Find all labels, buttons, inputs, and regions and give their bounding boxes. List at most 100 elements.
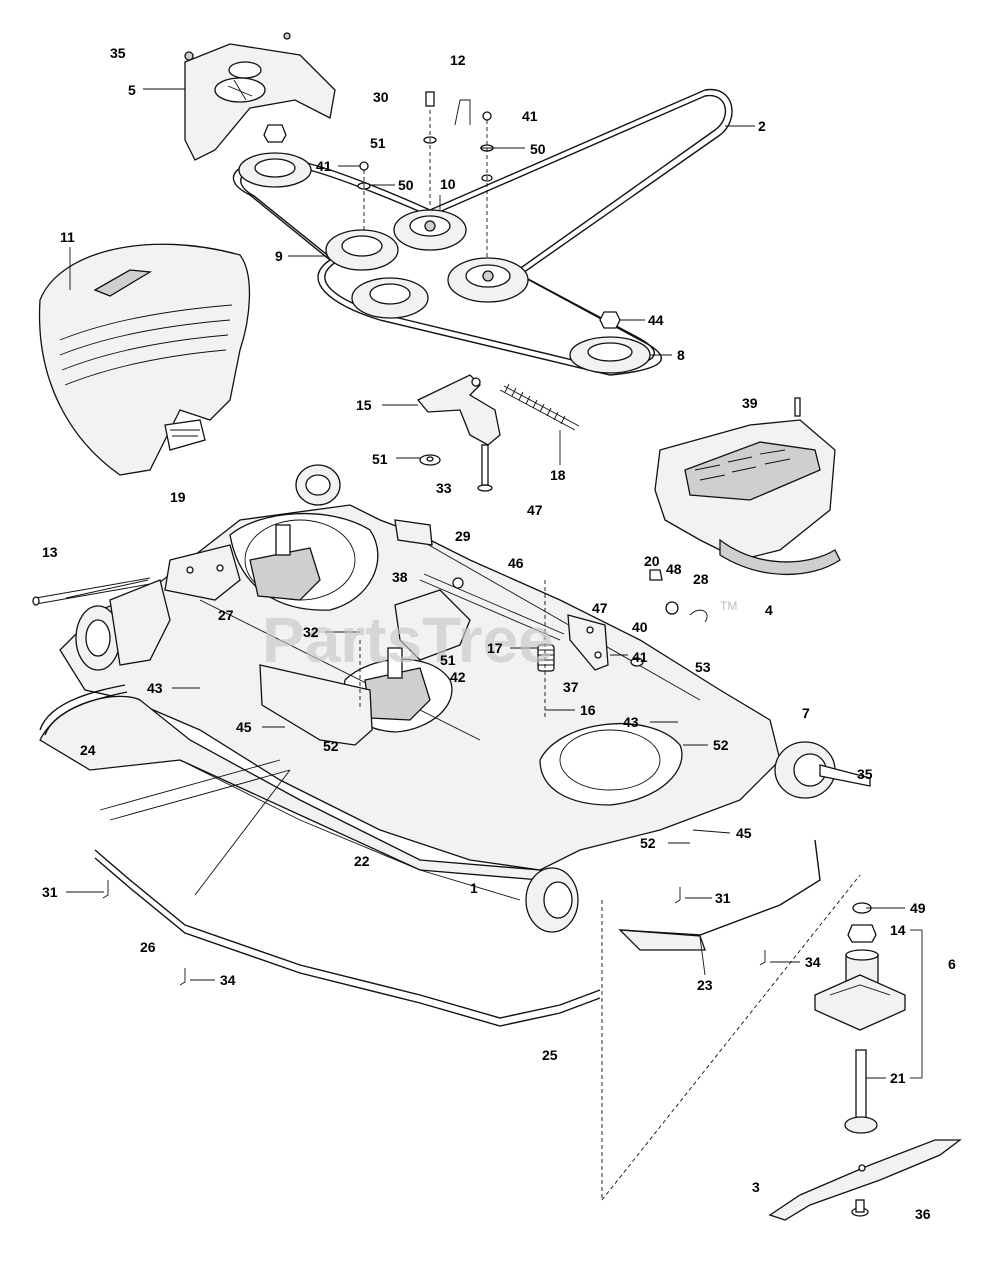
callout-23[interactable]: 23 xyxy=(697,977,713,993)
callout-47-top[interactable]: 47 xyxy=(527,502,543,518)
callout-9[interactable]: 9 xyxy=(275,248,283,264)
callout-29[interactable]: 29 xyxy=(455,528,471,544)
washer-part-51-arm[interactable] xyxy=(419,454,441,466)
callout-45-left[interactable]: 45 xyxy=(236,719,252,735)
callout-49[interactable]: 49 xyxy=(910,900,926,916)
callout-6[interactable]: 6 xyxy=(948,956,956,972)
washer-stack-40-41[interactable] xyxy=(630,569,708,667)
washer-part-14[interactable] xyxy=(847,924,877,943)
spring-part-17[interactable] xyxy=(537,644,555,672)
idler-pulley-part-9[interactable] xyxy=(325,229,429,319)
callout-44[interactable]: 44 xyxy=(648,312,664,328)
bolt-part-34-right[interactable] xyxy=(759,950,766,966)
blade-part-3[interactable] xyxy=(768,1139,962,1221)
bolt-part-31-left[interactable] xyxy=(102,880,109,899)
callout-26[interactable]: 26 xyxy=(140,939,156,955)
belt-cover-part-5[interactable] xyxy=(184,32,336,161)
callout-53[interactable]: 53 xyxy=(695,659,711,675)
callout-50-right[interactable]: 50 xyxy=(530,141,546,157)
callout-33[interactable]: 33 xyxy=(436,480,452,496)
callout-36[interactable]: 36 xyxy=(915,1206,931,1222)
callout-38[interactable]: 38 xyxy=(392,569,408,585)
callout-34-left[interactable]: 34 xyxy=(220,972,236,988)
gauge-wheel-front[interactable] xyxy=(525,867,579,933)
callout-43-right[interactable]: 43 xyxy=(623,714,639,730)
callout-25[interactable]: 25 xyxy=(542,1047,558,1063)
bolt-part-31-right[interactable] xyxy=(674,887,681,904)
spindle-housing-part-6[interactable] xyxy=(814,949,906,1031)
callout-19[interactable]: 19 xyxy=(170,489,186,505)
callout-18[interactable]: 18 xyxy=(550,467,566,483)
callout-13[interactable]: 13 xyxy=(42,544,58,560)
callout-11[interactable]: 11 xyxy=(60,229,75,245)
spindle-left[interactable] xyxy=(249,524,321,601)
belt-cover-part-39[interactable] xyxy=(654,397,841,576)
callout-10[interactable]: 10 xyxy=(440,176,456,192)
hardware-stack-30[interactable] xyxy=(423,91,437,205)
callout-47-right[interactable]: 47 xyxy=(592,600,608,616)
callout-31-right[interactable]: 31 xyxy=(715,890,731,906)
callout-22[interactable]: 22 xyxy=(354,853,370,869)
discharge-chute-part-11[interactable] xyxy=(38,243,251,476)
callout-16[interactable]: 16 xyxy=(580,702,596,718)
callout-35-top[interactable]: 35 xyxy=(110,45,126,61)
bumper-part-22[interactable] xyxy=(99,759,291,896)
bumper-part-24[interactable] xyxy=(39,684,128,736)
callout-4[interactable]: 4 xyxy=(765,602,773,618)
bolt-part-36[interactable] xyxy=(851,1199,869,1217)
idler-arm-part-15[interactable] xyxy=(416,374,501,446)
gauge-wheel-left-rear[interactable] xyxy=(75,579,171,671)
callout-32[interactable]: 32 xyxy=(303,624,319,640)
bracket-part-47[interactable] xyxy=(567,614,609,671)
callout-37[interactable]: 37 xyxy=(563,679,579,695)
callout-31-left[interactable]: 31 xyxy=(42,884,58,900)
pulley-part-8[interactable] xyxy=(569,336,651,374)
callout-34-right[interactable]: 34 xyxy=(805,954,821,970)
pulley-right-center[interactable] xyxy=(447,257,529,303)
callout-45-right[interactable]: 45 xyxy=(736,825,752,841)
callout-14[interactable]: 14 xyxy=(890,922,906,938)
hardware-stack-41-50-top[interactable] xyxy=(454,99,494,258)
callout-51-center[interactable]: 51 xyxy=(440,652,456,668)
bumper-part-23[interactable] xyxy=(618,839,821,951)
callout-41-left[interactable]: 41 xyxy=(316,158,332,174)
callout-41-low[interactable]: 41 xyxy=(632,649,648,665)
callout-27[interactable]: 27 xyxy=(218,607,234,623)
callout-46[interactable]: 46 xyxy=(508,555,524,571)
callout-52-right[interactable]: 52 xyxy=(713,737,729,753)
gauge-wheel-part-35[interactable] xyxy=(774,741,871,799)
callout-24[interactable]: 24 xyxy=(80,742,96,758)
hardware-stack-41-50-left[interactable] xyxy=(357,161,371,232)
callout-52-left[interactable]: 52 xyxy=(323,738,339,754)
bracket-part-27[interactable] xyxy=(164,544,241,601)
callout-48[interactable]: 48 xyxy=(666,561,682,577)
callout-15[interactable]: 15 xyxy=(356,397,372,413)
callout-51-top[interactable]: 51 xyxy=(370,135,386,151)
callout-40[interactable]: 40 xyxy=(632,619,648,635)
callout-21[interactable]: 21 xyxy=(890,1070,906,1086)
callout-39[interactable]: 39 xyxy=(742,395,758,411)
spindle-shaft-part-21[interactable] xyxy=(844,1049,878,1134)
idler-pulley-part-10[interactable] xyxy=(393,209,467,251)
callout-41-top[interactable]: 41 xyxy=(522,108,538,124)
bracket-part-38[interactable] xyxy=(394,589,471,661)
callout-50-left[interactable]: 50 xyxy=(398,177,414,193)
gauge-wheel-top[interactable] xyxy=(295,464,341,506)
bracket-part-52[interactable] xyxy=(259,664,373,746)
bolt-part-33[interactable] xyxy=(477,444,493,492)
callout-17[interactable]: 17 xyxy=(487,640,503,656)
callout-52-bottom[interactable]: 52 xyxy=(640,835,656,851)
callout-12[interactable]: 12 xyxy=(450,52,466,68)
callout-42[interactable]: 42 xyxy=(450,669,466,685)
callout-2[interactable]: 2 xyxy=(758,118,766,134)
callout-43-left[interactable]: 43 xyxy=(147,680,163,696)
callout-7[interactable]: 7 xyxy=(802,705,810,721)
callout-30[interactable]: 30 xyxy=(373,89,389,105)
deck-belt-part-2[interactable] xyxy=(232,88,733,376)
bumper-part-26[interactable] xyxy=(94,849,601,1027)
callout-35-wheel[interactable]: 35 xyxy=(857,766,873,782)
bracket-part-38-top[interactable] xyxy=(394,519,433,546)
callout-1[interactable]: 1 xyxy=(470,880,478,896)
callout-51-arm[interactable]: 51 xyxy=(372,451,388,467)
callout-8[interactable]: 8 xyxy=(677,347,685,363)
